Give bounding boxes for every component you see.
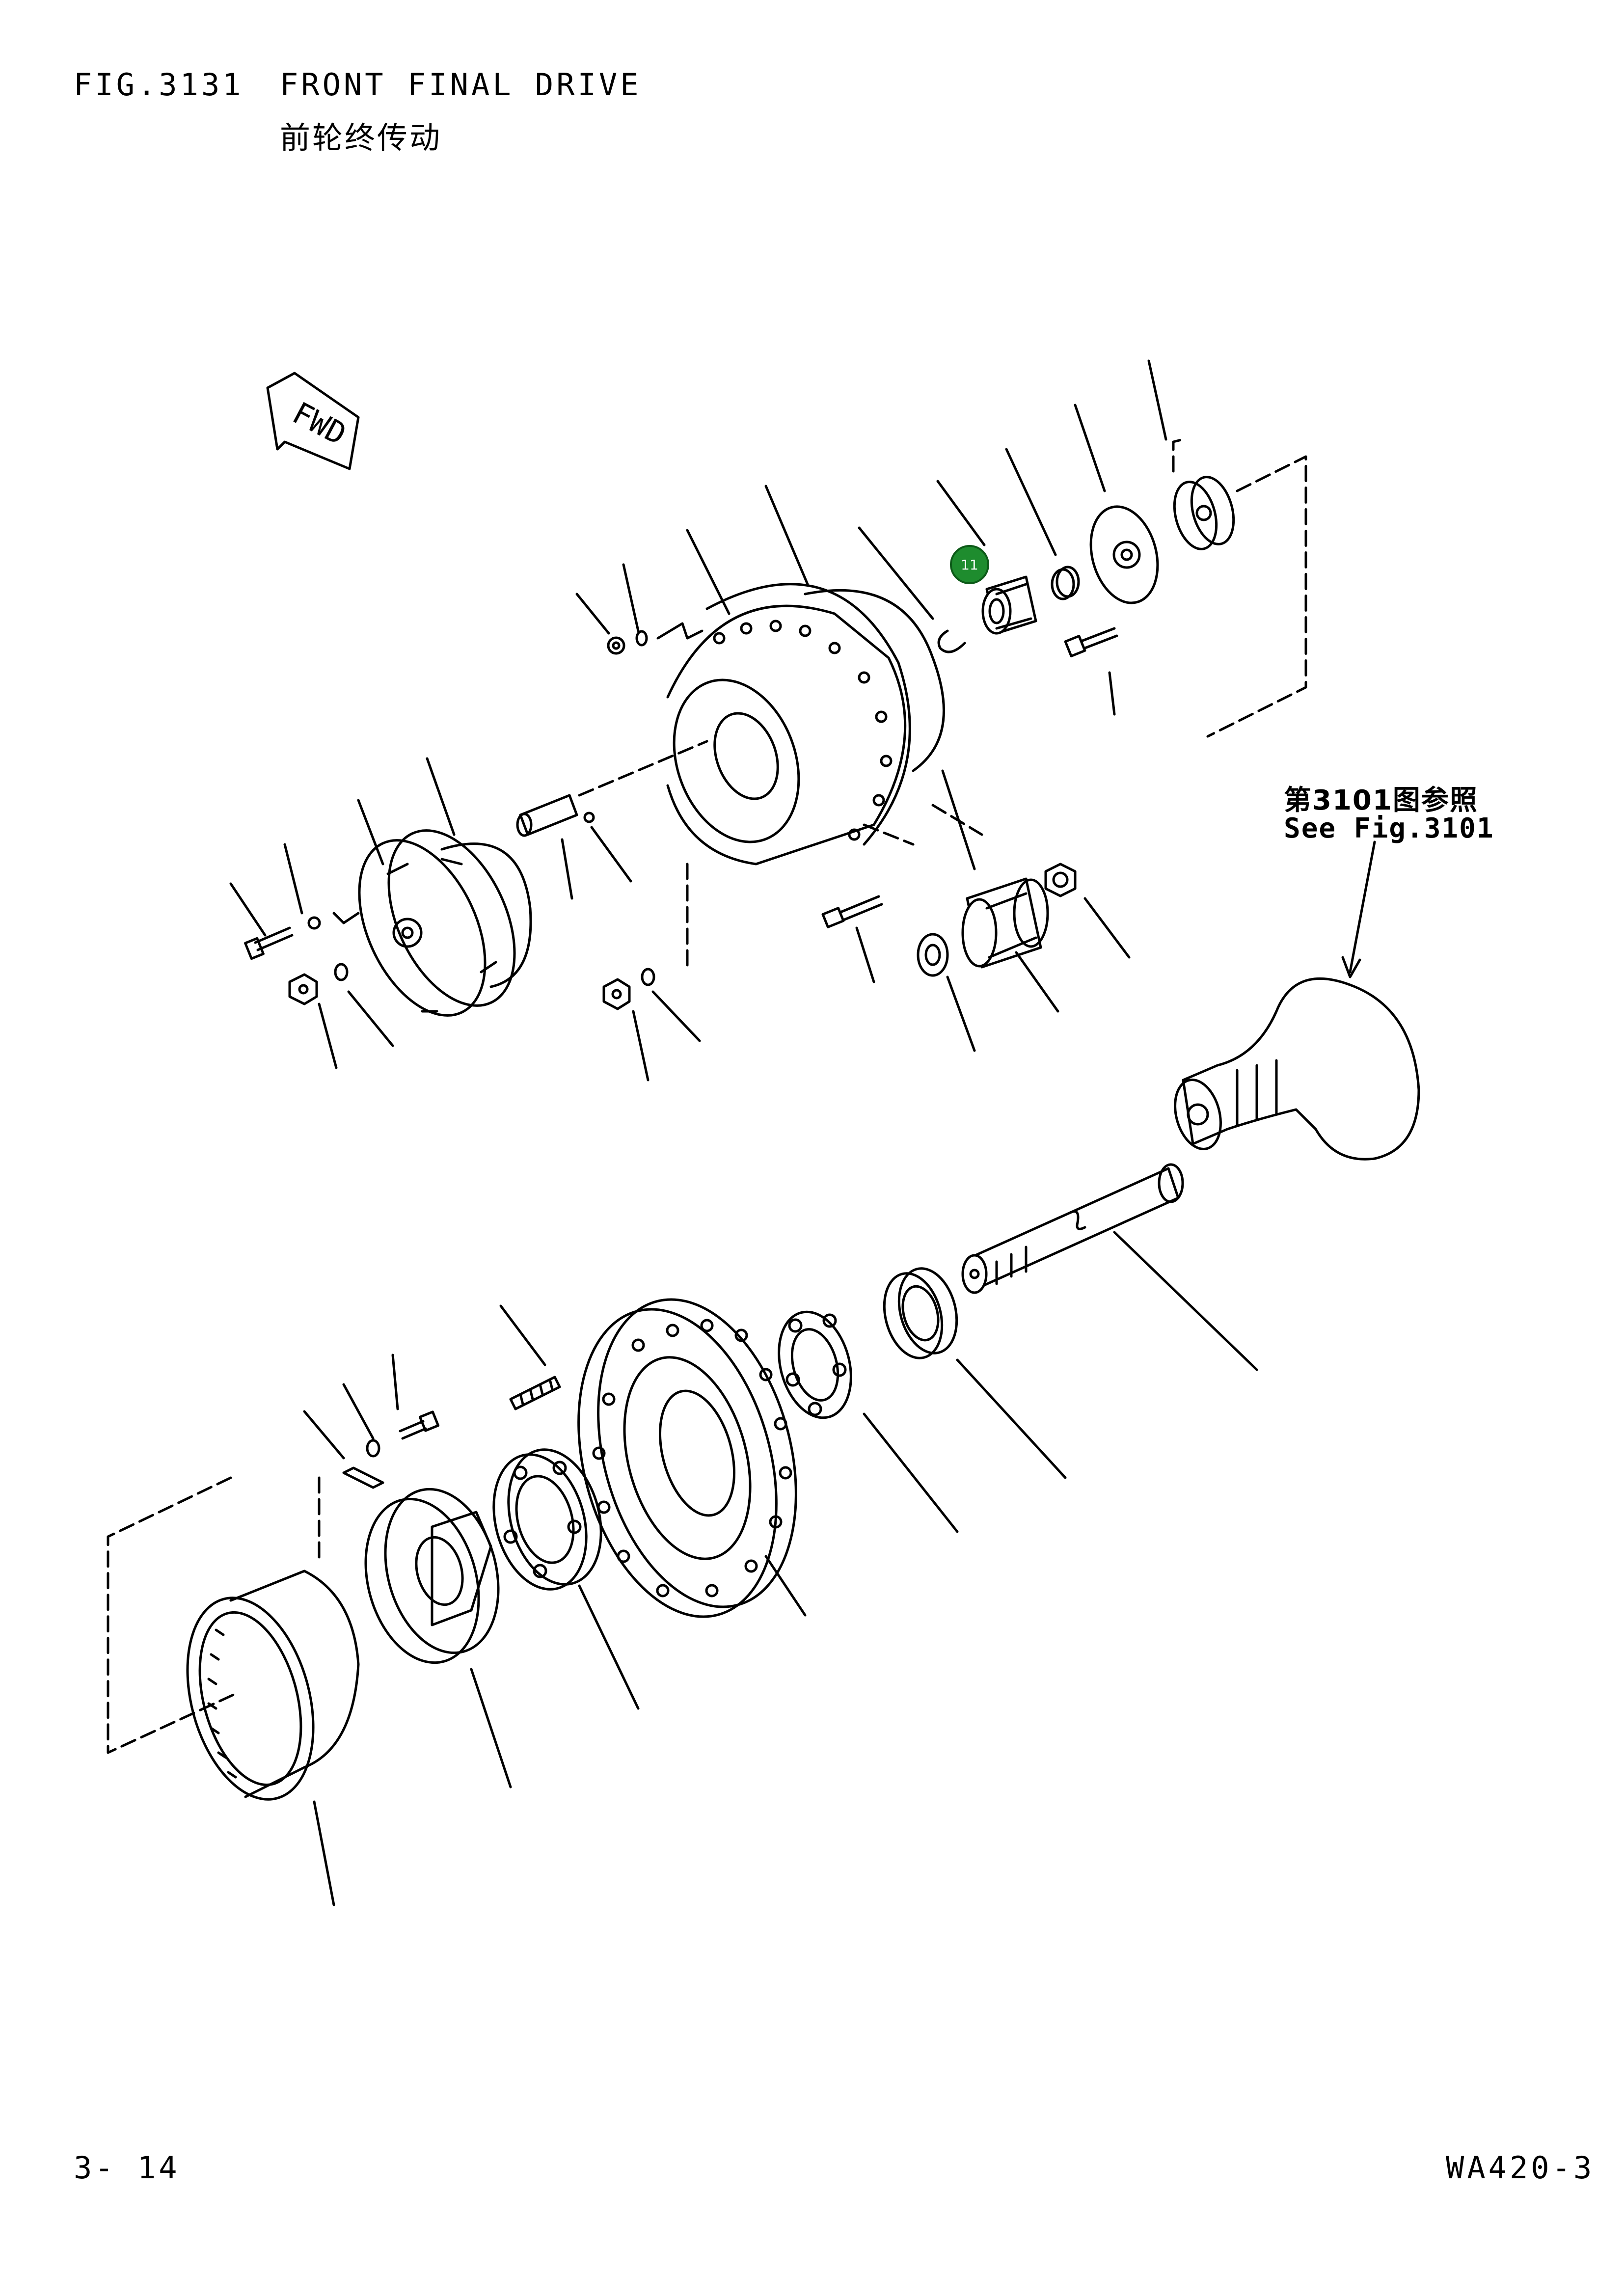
callout-11-label: 11	[961, 557, 978, 573]
oil-seal	[883, 1267, 958, 1359]
pinion-bearing	[917, 933, 949, 977]
fwd-label: FWD	[287, 395, 352, 452]
figure-title: FRONT FINAL DRIVE	[280, 67, 642, 103]
reference-note-chinese: 第3101图参照	[1284, 785, 1478, 816]
upper-snap-ring	[804, 589, 945, 772]
thrust-plate-bolt	[1064, 627, 1118, 657]
retaining-ring	[937, 629, 966, 653]
wheel-hub	[577, 1298, 797, 1618]
lower-assembly-bracket	[107, 1476, 237, 1754]
drive-shaft	[961, 1163, 1184, 1294]
page-number: 3- 14	[74, 2150, 180, 2186]
planet-pinion	[961, 877, 1049, 969]
part-callout-11[interactable]: 11	[950, 545, 989, 584]
upper-nut-washer	[607, 622, 704, 655]
ring-gear-hub	[364, 1488, 500, 1664]
planet-carrier-housing	[666, 583, 911, 866]
leader-lines	[229, 359, 1258, 1906]
collar	[1051, 566, 1080, 600]
ring-gear	[186, 1570, 360, 1801]
cover-bolt	[244, 912, 360, 960]
needle-bearing-11[interactable]	[981, 575, 1037, 635]
shaft-pin	[516, 740, 708, 837]
reference-arrow	[1341, 840, 1376, 978]
hub-bolt	[342, 1410, 440, 1489]
forward-direction-arrow: FWD	[266, 372, 360, 470]
hub-bearing	[492, 1448, 602, 1591]
cover-nut	[288, 963, 349, 1005]
figure-title-chinese: 前轮终传动	[280, 120, 442, 156]
tapered-roller-bearing	[778, 1310, 852, 1419]
pinion-nut	[1044, 863, 1077, 897]
sun-gear	[1172, 438, 1235, 550]
model-number: WA420-3	[1446, 2150, 1595, 2186]
housing-nut	[602, 863, 689, 1010]
stud-bolt	[509, 1376, 561, 1410]
housing-bolt	[821, 895, 883, 928]
cover-plate	[358, 829, 516, 1017]
figure-number: FIG.3131	[74, 67, 244, 103]
reference-note[interactable]: See Fig.3101	[1284, 812, 1494, 844]
upper-assembly-bracket	[1206, 455, 1307, 738]
axle-housing	[1174, 977, 1420, 1161]
thrust-plate	[1089, 505, 1159, 604]
cover-o-ring	[440, 842, 532, 988]
